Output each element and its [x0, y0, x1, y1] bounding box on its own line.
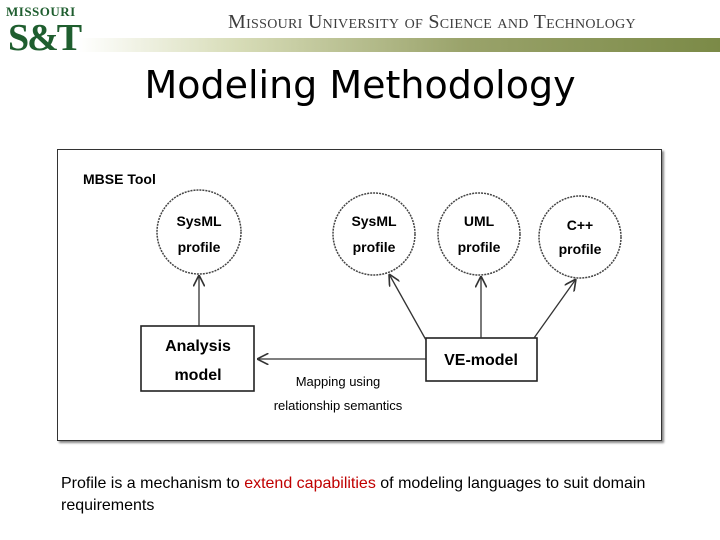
node-sysml-profile-right-line2: profile — [353, 239, 396, 255]
header-band — [78, 38, 720, 52]
node-uml-profile-line2: profile — [458, 239, 501, 255]
university-logo: MISSOURI S&T — [6, 4, 82, 60]
slide-header: MISSOURI S&T Missouri University of Scie… — [0, 0, 720, 62]
edge-label-line2: relationship semantics — [274, 398, 403, 413]
node-uml-profile-line1: UML — [464, 213, 495, 229]
slide-title: Modeling Methodology — [144, 63, 576, 107]
diagram-figure: MBSE Tool SysML profile SysML profile UM… — [57, 149, 662, 441]
slide-caption: Profile is a mechanism to extend capabil… — [61, 473, 661, 517]
caption-text-start: Profile is a mechanism to — [61, 475, 245, 492]
node-sysml-profile-right: SysML profile — [332, 192, 416, 276]
node-cpp-profile-line2: profile — [559, 241, 602, 257]
node-cpp-profile-line1: C++ — [567, 217, 593, 233]
logo-main-text: S&T — [8, 17, 82, 59]
edge-ve-to-sysml-right — [389, 274, 427, 341]
node-sysml-profile-right-line1: SysML — [351, 213, 397, 229]
university-name: Missouri University of Science and Techn… — [228, 11, 636, 33]
node-ve-model-label: VE-model — [444, 352, 518, 369]
edge-ve-to-cpp — [533, 279, 576, 339]
node-sysml-profile-left-line2: profile — [178, 239, 221, 255]
node-ve-model: VE-model — [425, 337, 538, 382]
container-label: MBSE Tool — [83, 171, 156, 187]
caption-highlight: extend capabilities — [244, 475, 376, 492]
node-analysis-model-line2: model — [174, 367, 221, 384]
node-sysml-profile-left-line1: SysML — [176, 213, 222, 229]
node-cpp-profile: C++ profile — [538, 195, 622, 279]
diagram-canvas: MBSE Tool SysML profile SysML profile UM… — [83, 171, 622, 413]
node-analysis-model: Analysis model — [140, 325, 255, 392]
caption-text-end: of modeling languages to suit domain req… — [61, 475, 646, 514]
node-uml-profile: UML profile — [437, 192, 521, 276]
edge-label-line1: Mapping using — [296, 374, 381, 389]
node-analysis-model-line1: Analysis — [165, 338, 231, 355]
logo-top-text: MISSOURI — [6, 4, 76, 19]
node-sysml-profile-left: SysML profile — [156, 189, 242, 275]
